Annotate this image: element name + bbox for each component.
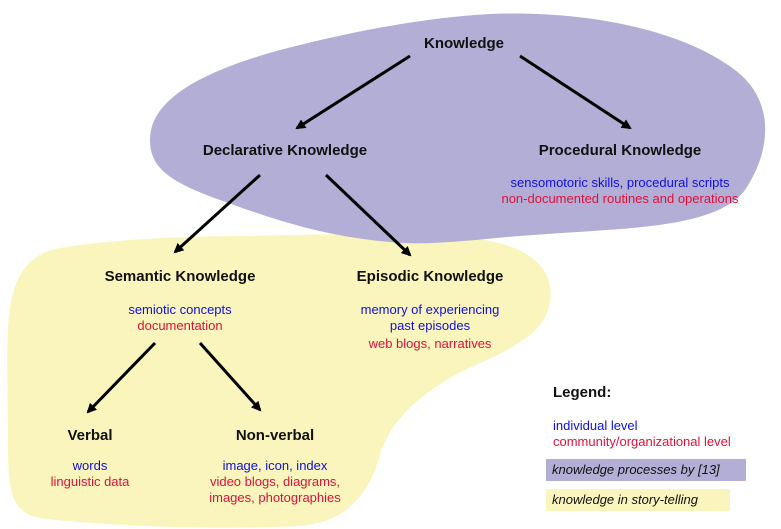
episodic-individual-text-1: memory of experiencing bbox=[360, 302, 500, 317]
knowledge-processes-region bbox=[150, 13, 766, 244]
nonverbal-individual-text: image, icon, index bbox=[222, 458, 328, 473]
procedural-individual-text: sensomotoric skills, procedural scripts bbox=[510, 175, 730, 190]
arrow-semantic-nonverbal bbox=[198, 341, 262, 412]
semantic-community-text: documentation bbox=[137, 318, 223, 333]
arrow-declarative-episodic bbox=[324, 173, 412, 257]
node-semantic-title: Semantic Knowledge bbox=[104, 268, 256, 285]
node-episodic-title: Episodic Knowledge bbox=[356, 268, 504, 285]
arrow-declarative-semantic bbox=[173, 173, 262, 254]
semantic-individual-text: semiotic concepts bbox=[128, 302, 232, 317]
legend-individual: individual level bbox=[553, 418, 638, 433]
verbal-community-text: linguistic data bbox=[50, 474, 130, 489]
node-nonverbal-title: Non-verbal bbox=[235, 427, 315, 444]
procedural-community-text: non-documented routines and operations bbox=[501, 191, 739, 206]
nonverbal-community-text-1: video blogs, diagrams, bbox=[209, 474, 341, 489]
node-verbal-title: Verbal bbox=[67, 427, 113, 444]
arrow-knowledge-procedural bbox=[519, 54, 632, 130]
node-knowledge-title: Knowledge bbox=[423, 35, 504, 52]
verbal-individual-text: words bbox=[72, 458, 108, 473]
legend-community: community/organizational level bbox=[553, 434, 731, 449]
arrow-knowledge-declarative bbox=[295, 54, 411, 130]
node-procedural-title: Procedural Knowledge bbox=[538, 142, 702, 159]
legend-yellow-swatch: knowledge in story-telling bbox=[546, 489, 730, 511]
arrow-semantic-verbal bbox=[86, 341, 157, 414]
episodic-community-text: web blogs, narratives bbox=[368, 336, 492, 351]
legend-title: Legend: bbox=[553, 384, 612, 401]
node-declarative-title: Declarative Knowledge bbox=[202, 142, 368, 159]
nonverbal-community-text-2: images, photographies bbox=[209, 490, 341, 505]
episodic-individual-text-2: past episodes bbox=[389, 318, 471, 333]
storytelling-region bbox=[7, 234, 551, 528]
legend-purple-swatch: knowledge processes by [13] bbox=[546, 459, 746, 481]
